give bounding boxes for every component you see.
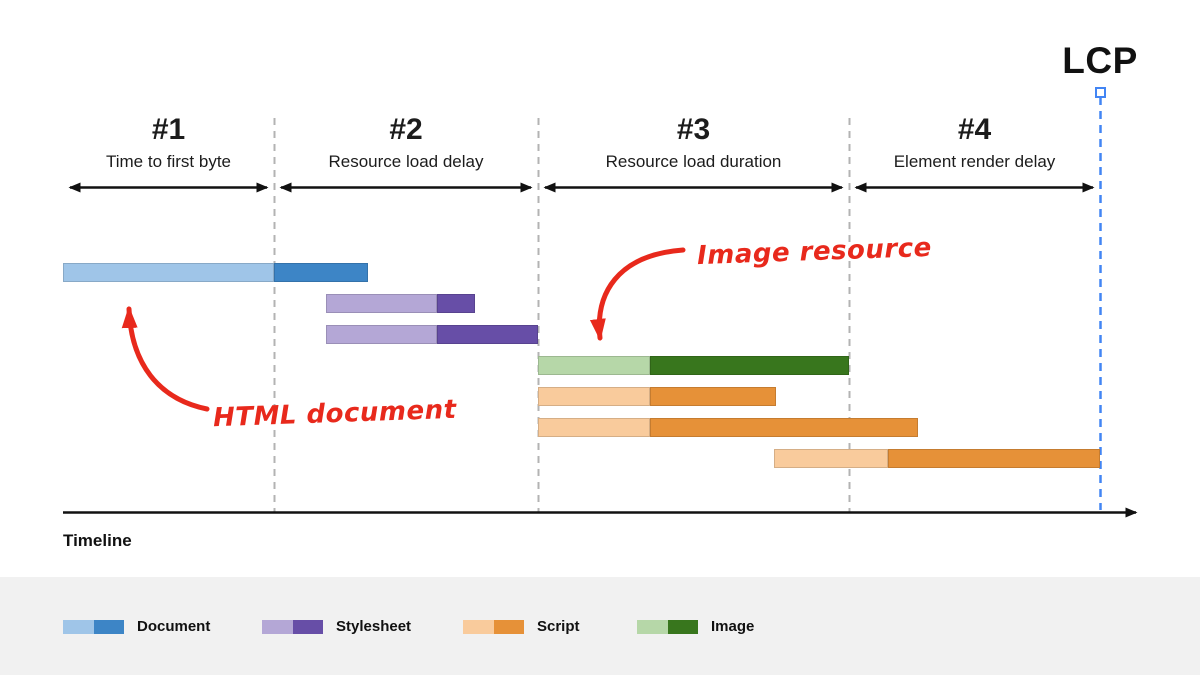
swatch-dark-half [667, 619, 698, 634]
bar-segment-dark [274, 263, 368, 282]
swatch-light-half [637, 619, 668, 634]
bar-stylesheet [326, 325, 538, 344]
lcp-marker-square [1095, 87, 1106, 98]
legend-item-image: Image [637, 618, 754, 635]
arrow-to-image-resource [589, 247, 686, 341]
bar-stylesheet [326, 294, 475, 313]
phase-number: #1 [151, 113, 186, 146]
bar-script [538, 387, 776, 406]
bar-image [538, 356, 849, 375]
legend-item-stylesheet: Stylesheet [262, 618, 411, 635]
swatch-dark-half [493, 619, 524, 634]
bar-script [538, 418, 918, 437]
bar-segment-light [538, 356, 650, 375]
bar-segment-dark [437, 325, 538, 344]
swatch-dark-half [292, 619, 323, 634]
legend-label: Document [137, 618, 211, 635]
swatch-light-half [63, 619, 94, 634]
bar-segment-dark [888, 449, 1100, 468]
legend-item-document: Document [63, 618, 210, 635]
swatch-dark-half [93, 619, 124, 634]
legend-item-script: Script [463, 618, 580, 635]
swatch-light-half [463, 619, 494, 634]
legend-label: Script [537, 618, 580, 635]
bar-document [63, 263, 368, 282]
bar-script [774, 449, 1100, 468]
bar-segment-light [63, 263, 274, 282]
bar-segment-light [538, 387, 650, 406]
swatch-light-half [262, 619, 293, 634]
phase-number: #4 [957, 113, 992, 146]
legend-band: Document Stylesheet Script Image [0, 577, 1200, 675]
bar-segment-light [326, 294, 437, 313]
bar-segment-light [538, 418, 650, 437]
bar-segment-dark [650, 418, 918, 437]
arrow-to-html-document [121, 306, 210, 412]
phase-number: #2 [389, 113, 423, 146]
bar-segment-dark [437, 294, 475, 313]
bar-segment-dark [650, 356, 849, 375]
phase-label: Resource load delay [328, 152, 484, 171]
image-swatch [637, 619, 698, 634]
stylesheet-swatch [262, 619, 323, 634]
phase-label: Time to first byte [105, 152, 231, 171]
phase-label: Resource load duration [605, 152, 782, 171]
bar-segment-light [774, 449, 888, 468]
script-swatch [463, 619, 524, 634]
phase-label: Element render delay [893, 152, 1056, 171]
legend-label: Image [711, 618, 755, 635]
legend-label: Stylesheet [336, 618, 412, 635]
phase-number: #3 [676, 113, 711, 146]
timeline-axis-label: Timeline [63, 531, 132, 550]
bar-segment-light [326, 325, 437, 344]
bar-segment-dark [650, 387, 776, 406]
lcp-label: LCP [1062, 40, 1138, 81]
document-swatch [63, 619, 124, 634]
